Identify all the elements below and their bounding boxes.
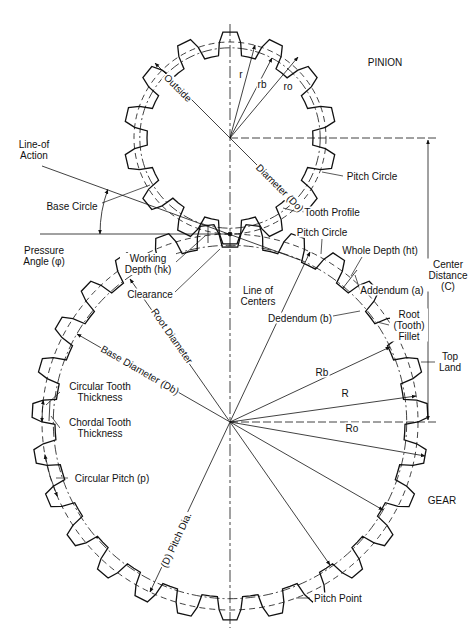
part-label: Ro [345,423,360,434]
part-label: Pitch Circle [296,227,349,238]
part-label: (D) Pitch Dia. [158,510,194,570]
leader-line [421,362,435,363]
part-label: Working Depth (hk) [120,253,176,275]
part-title: GEAR [427,495,457,506]
part-label: rb [257,79,268,90]
leader-line [377,322,389,325]
whole-depth-mark [343,270,357,288]
pressure-reference-line [40,234,230,235]
part-label: Circular Tooth Thickness [60,381,140,403]
part-label: Line of Centers [236,285,280,307]
part-label: Rb [315,367,330,378]
part-label: Diameter (Do) [253,161,307,215]
leader-line [176,236,205,262]
pitch-radius-line [230,45,255,138]
extension-line [230,138,436,139]
chordal-thickness-chord [49,401,50,421]
part-label: Line-of Action [10,139,58,161]
part-label: Root Diameter [148,306,195,367]
line-of-centers [230,24,231,628]
leader-line [333,311,360,316]
working-depth-mark [208,226,209,243]
outside-radius-line [230,57,298,138]
gear-outside-radius [230,422,425,456]
leader-line [296,598,310,599]
part-label: Tooth Profile [303,207,361,218]
part-label: Addendum (a) [359,285,424,296]
base-radius-line [230,58,272,138]
part-label: Outside [161,71,195,105]
part-title: PINION [367,57,403,68]
gear-pitch-radius [230,396,416,422]
leader-line [102,185,150,203]
leader-line [51,416,60,428]
pressure-angle-arc [100,190,108,235]
part-label: Pressure Angle (φ) [13,245,75,267]
part-label: Base Circle [45,201,98,212]
construction-lines [40,24,436,628]
leader-line [56,478,68,479]
leader-line [321,239,322,254]
part-label: Pitch Point [313,593,363,604]
part-label: Circular Pitch (p) [74,473,150,484]
leader-line [351,257,362,276]
part-label: Chordal Tooth Thickness [60,417,140,439]
leader-line [175,249,220,292]
extension-line [230,422,436,423]
part-label: ro [283,81,294,92]
part-label: Pitch Circle [346,171,399,182]
part-label: Top Land [435,351,465,373]
leader-line [46,392,60,405]
line-of-action [42,166,300,260]
tooth-thickness-arc [42,400,43,422]
circular-pitch-arc [45,455,58,497]
part-label: Root (Tooth) Fillet [390,309,428,342]
pitch-point-dot [228,232,232,236]
part-label: R [340,388,349,399]
part-label: Center Distance (C) [426,259,470,292]
leader-lines [46,172,435,598]
part-label: Clearance [126,289,174,300]
part-label: Whole Depth (ht) [341,245,419,256]
leader-line [322,172,343,176]
part-label: r [238,69,243,80]
part-label: Dedendum (b) [267,313,333,324]
